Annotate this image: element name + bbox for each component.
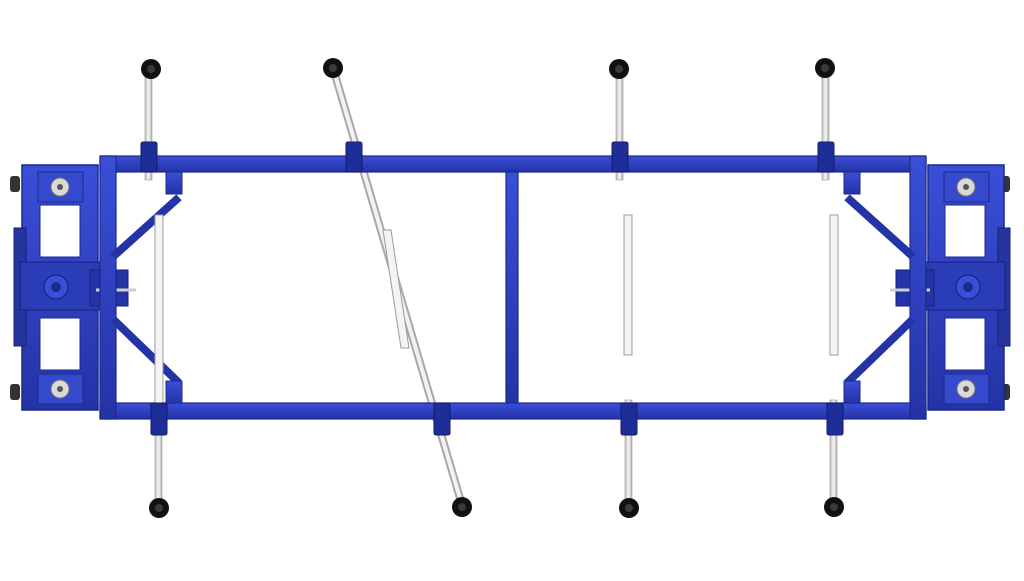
main-frame: [99, 155, 927, 420]
center-crossbar: [505, 171, 519, 404]
wheel: [10, 384, 20, 400]
adjuster-rods: [144, 64, 838, 509]
knob-icon: [815, 58, 835, 78]
knob-icon: [323, 58, 343, 78]
left-post: [99, 155, 117, 420]
right-post: [909, 155, 927, 420]
knob-icon: [824, 497, 844, 517]
rod-clamps: [140, 141, 844, 436]
knob-icon: [141, 59, 161, 79]
knob-icon: [149, 498, 169, 518]
left-end-carriage: [10, 164, 136, 411]
bottom-beam: [99, 402, 927, 420]
knob-icon: [452, 497, 472, 517]
knob-icon: [619, 498, 639, 518]
right-end-carriage: [890, 164, 1011, 411]
knobs: [141, 58, 844, 518]
top-beam: [99, 155, 927, 173]
guide-slots: [154, 214, 839, 406]
knob-icon: [609, 59, 629, 79]
corner-braces: [110, 194, 916, 386]
wheel: [10, 176, 20, 192]
